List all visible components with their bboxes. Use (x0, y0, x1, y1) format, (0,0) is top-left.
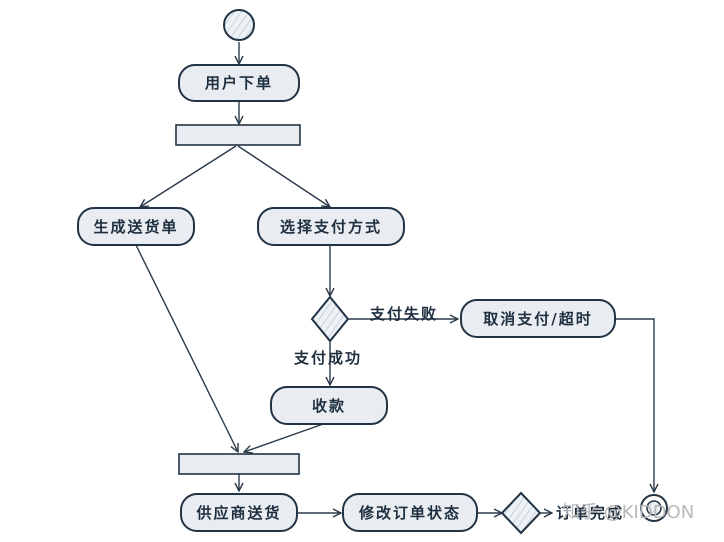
label-pay-success: 支付成功 (293, 349, 362, 367)
action-choose-payment-label: 选择支付方式 (280, 218, 382, 236)
action-collect-payment-label: 收款 (312, 397, 346, 415)
action-collect-payment: 收款 (270, 386, 388, 425)
action-modify-status: 修改订单状态 (342, 493, 478, 532)
action-choose-payment: 选择支付方式 (257, 207, 405, 246)
edge-collect-to-join (244, 422, 327, 452)
decision-merge (500, 491, 542, 535)
action-supplier-delivery: 供应商送货 (180, 493, 298, 532)
action-generate-delivery: 生成送货单 (77, 207, 195, 246)
start-node (223, 9, 255, 41)
edges (135, 42, 654, 513)
fork-bar (175, 124, 301, 146)
edge-fork-to-delivery (140, 145, 237, 207)
label-pay-fail: 支付失败 (369, 305, 438, 323)
action-supplier-delivery-label: 供应商送货 (195, 504, 281, 522)
action-user-order: 用户下单 (178, 64, 300, 102)
join-bar (178, 453, 300, 475)
edge-cancel-to-end (615, 318, 654, 492)
edge-fork-to-payment (237, 145, 330, 207)
label-order-complete: 订单完成 (556, 504, 624, 522)
action-cancel-payment-label: 取消支付/超时 (483, 310, 592, 328)
watermark: 知乎 @KIDDON (562, 502, 694, 523)
decision-payment (310, 295, 350, 343)
edge-delivery-to-join (135, 244, 238, 452)
action-cancel-payment: 取消支付/超时 (460, 299, 616, 338)
action-user-order-label: 用户下单 (205, 74, 273, 92)
end-node (640, 494, 668, 522)
action-generate-delivery-label: 生成送货单 (93, 218, 178, 236)
action-modify-status-label: 修改订单状态 (358, 504, 461, 522)
